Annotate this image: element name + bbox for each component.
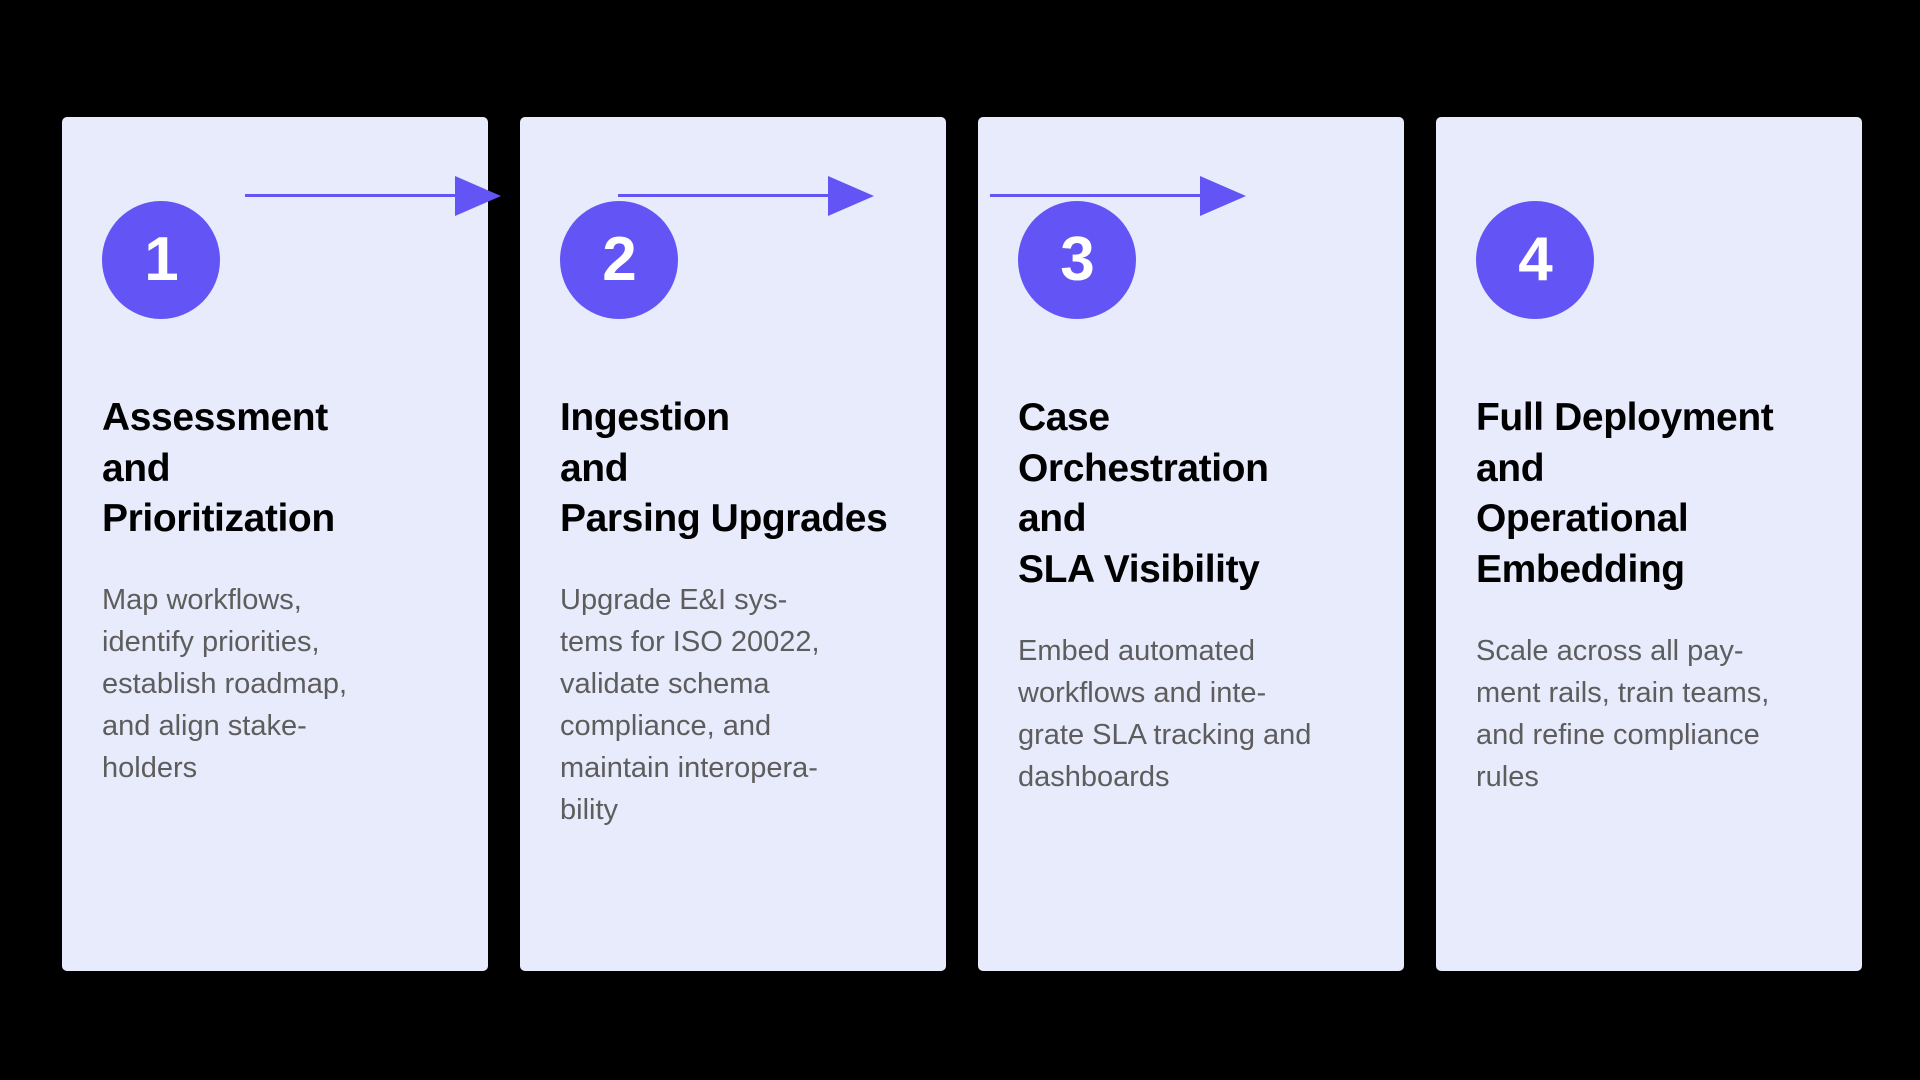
step-title-2: Ingestion and Parsing Upgrades: [560, 396, 888, 541]
step-number-badge-1: 1: [102, 201, 220, 319]
step-title-4: Full Deployment and Operational Embeddin…: [1476, 396, 1774, 592]
step-number-label: 4: [1518, 225, 1552, 294]
step-number-badge-4: 4: [1476, 201, 1594, 319]
step-card-4: 4 Full Deployment and Operational Embedd…: [1436, 117, 1862, 971]
step-description-3: Embed automated workflows and inte- grat…: [1018, 634, 1312, 793]
step-title-1: Assessment and Prioritization: [102, 396, 335, 541]
step-number-label: 3: [1060, 225, 1094, 294]
step-card-1: 1 Assessment and Prioritization Map work…: [62, 117, 488, 971]
step-description-2: Upgrade E&I sys- tems for ISO 20022, val…: [560, 584, 820, 827]
step-number-label: 1: [144, 225, 178, 294]
step-title-3: Case Orchestration and SLA Visibility: [1018, 396, 1269, 592]
step-card-list: 1 Assessment and Prioritization Map work…: [62, 117, 1862, 971]
step-card-2: 2 Ingestion and Parsing Upgrades Upgrade…: [520, 117, 946, 971]
step-number-badge-2: 2: [560, 201, 678, 319]
step-number-label: 2: [602, 225, 636, 294]
step-description-1: Map workflows, identify priorities, esta…: [102, 584, 348, 785]
step-number-badge-3: 3: [1018, 201, 1136, 319]
step-description-4: Scale across all pay- ment rails, train …: [1476, 634, 1770, 793]
step-card-3: 3 Case Orchestration and SLA Visibility …: [978, 117, 1404, 971]
